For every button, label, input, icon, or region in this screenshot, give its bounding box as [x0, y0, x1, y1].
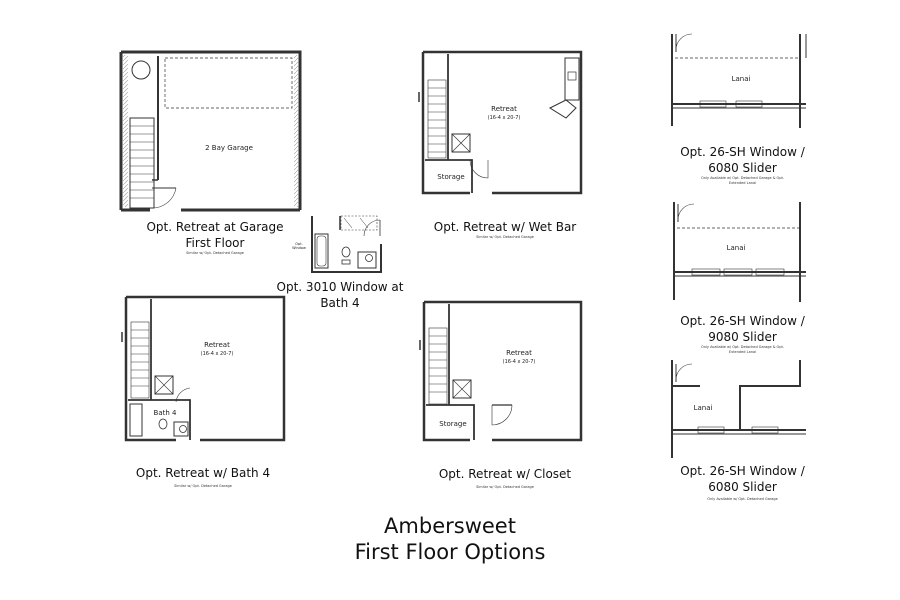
caption-retreat-bath4-title: Opt. Retreat w/ Bath 4: [135, 466, 271, 480]
caption-lanai-9080-title: Opt. 26-SH Window / 9080 Slider: [680, 314, 805, 344]
garage-room-label: 2 Bay Garage: [205, 144, 253, 152]
caption-retreat-closet-note: Similar w/ Opt. Detached Garage: [476, 485, 534, 489]
caption-retreat-closet-title: Opt. Retreat w/ Closet: [438, 467, 572, 481]
plan-lanai-6080-bottom: [671, 360, 806, 458]
closet-room-size: (16-4 x 20-7): [503, 359, 536, 365]
caption-retreat-wet-bar-note: Similar w/ Opt. Detached Garage: [476, 235, 534, 239]
plan-retreat-bath4: [121, 295, 286, 442]
lanai-6080-top-label: Lanai: [732, 75, 751, 83]
lanai-6080-bottom-label: Lanai: [694, 404, 713, 412]
page-title-line2: First Floor Options: [354, 540, 546, 564]
caption-lanai-6080-bottom-title: Opt. 26-SH Window / 6080 Slider: [680, 464, 805, 494]
caption-retreat-closet: Opt. Retreat w/ Closet Similar w/ Opt. D…: [420, 466, 590, 490]
caption-window-bath4: Opt. 3010 Window at Bath 4: [275, 279, 405, 311]
bath4-room-label: Retreat: [204, 341, 230, 349]
caption-lanai-6080-top-title: Opt. 26-SH Window / 6080 Slider: [680, 145, 805, 175]
caption-retreat-wet-bar-title: Opt. Retreat w/ Wet Bar: [433, 220, 577, 234]
caption-retreat-bath4: Opt. Retreat w/ Bath 4 Similar w/ Opt. D…: [118, 465, 288, 489]
plan-lanai-6080-top: [671, 33, 807, 128]
plan-retreat-closet: [419, 300, 583, 442]
plan-window-bath4: [311, 215, 382, 273]
caption-retreat-at-garage-note: Similar w/ Opt. Detached Garage: [186, 251, 244, 255]
caption-lanai-6080-bottom-note: Only Available w/ Opt. Detached Garage: [707, 497, 778, 501]
caption-retreat-at-garage-title: Opt. Retreat at Garage First Floor: [146, 220, 284, 250]
caption-lanai-6080-top: Opt. 26-SH Window / 6080 Slider Only Ava…: [665, 144, 820, 185]
closet-room-label: Retreat: [506, 349, 532, 357]
page-title-line1: Ambersweet: [384, 514, 516, 538]
caption-lanai-6080-bottom: Opt. 26-SH Window / 6080 Slider Only Ava…: [665, 463, 820, 502]
wet-bar-room-size: (16-4 x 20-7): [488, 115, 521, 121]
plan-lanai-9080: [673, 202, 806, 302]
caption-window-bath4-title: Opt. 3010 Window at Bath 4: [276, 280, 404, 310]
bath4-bath-label: Bath 4: [154, 409, 177, 417]
caption-retreat-bath4-note: Similar w/ Opt. Detached Garage: [174, 484, 232, 488]
closet-storage-label: Storage: [439, 420, 466, 428]
plan-retreat-at-garage: [119, 50, 302, 212]
caption-lanai-6080-top-note: Only Available w/ Opt. Detached Garage &…: [700, 176, 785, 185]
window-bath4-side-label: Opt.Window: [292, 242, 306, 250]
lanai-9080-label: Lanai: [727, 244, 746, 252]
caption-retreat-wet-bar: Opt. Retreat w/ Wet Bar Similar w/ Opt. …: [415, 219, 595, 240]
caption-retreat-at-garage: Opt. Retreat at Garage First Floor Simil…: [130, 219, 300, 256]
wet-bar-room-label: Retreat: [491, 105, 517, 113]
wet-bar-storage-label: Storage: [437, 173, 464, 181]
plan-retreat-wet-bar: [418, 50, 583, 195]
caption-lanai-9080: Opt. 26-SH Window / 9080 Slider Only Ava…: [665, 313, 820, 354]
caption-lanai-9080-note: Only Available w/ Opt. Detached Garage &…: [700, 345, 785, 354]
bath4-room-size: (16-4 x 20-7): [201, 351, 234, 357]
